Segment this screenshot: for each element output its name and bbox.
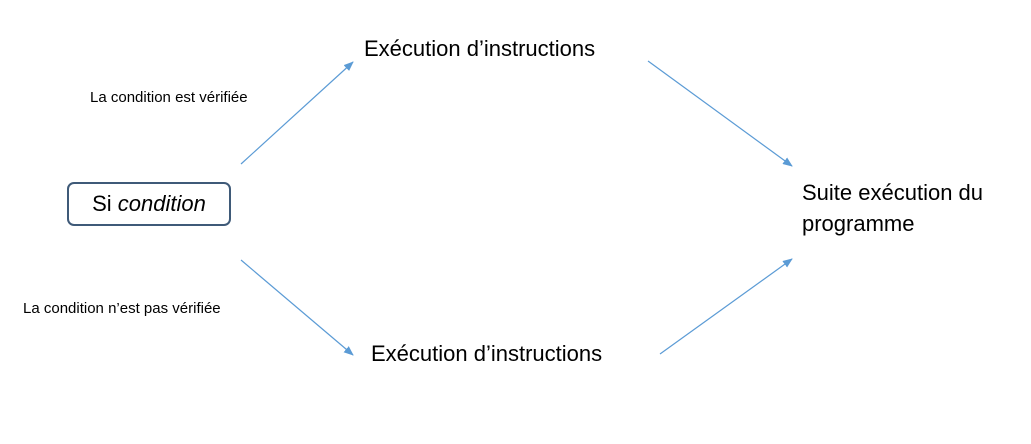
result-node: Suite exécution du programme (802, 177, 983, 239)
decision-condition: condition (117, 191, 206, 216)
arrow-condition-to-bottom-action (240, 259, 354, 356)
decision-prefix: Si (92, 191, 112, 216)
result-line-1: Suite exécution du (802, 180, 984, 205)
bottom-action-node: Exécution d’instructions (371, 341, 603, 366)
arrow-top-action-to-result (647, 60, 793, 167)
arrow-condition-to-top-action (240, 61, 354, 165)
branch-false-label: La condition n’est pas vérifiée (23, 300, 221, 317)
top-action-node: Exécution d’instructions (364, 36, 596, 61)
result-line-2: programme (802, 211, 915, 236)
arrow-bottom-action-to-result (659, 258, 793, 355)
decision-node: Si condition (67, 182, 231, 226)
branch-true-label: La condition est vérifiée (90, 89, 248, 106)
